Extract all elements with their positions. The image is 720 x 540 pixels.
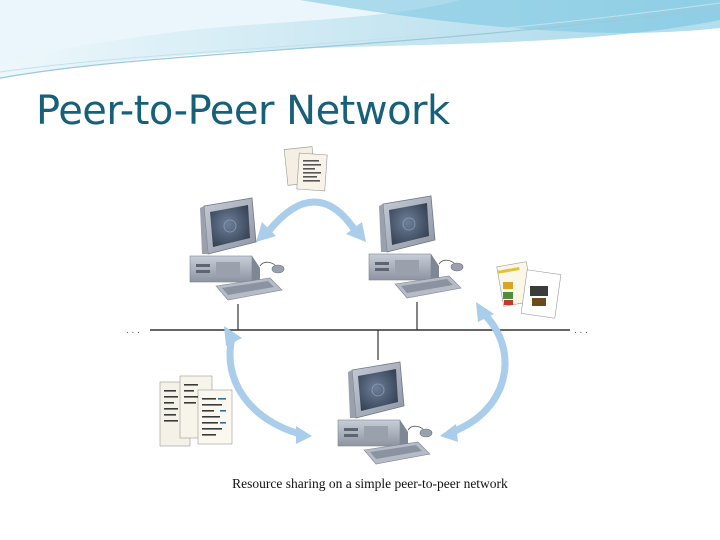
figure-caption: Resource sharing on a simple peer-to-pee…: [232, 476, 508, 491]
bus-ellipsis-left: . . .: [126, 325, 140, 336]
desktop-computer-icon: [337, 361, 433, 465]
arrow-left: [224, 326, 312, 444]
arrow-top: [256, 198, 366, 242]
arrow-right: [440, 302, 509, 442]
bus-ellipsis-right: . . .: [574, 325, 588, 336]
spreadsheet-documents-icon: [159, 375, 233, 447]
desktop-computer-icon: [368, 195, 464, 299]
header-banner: [0, 0, 720, 80]
documents-icon: [283, 146, 328, 192]
brochure-icon: [496, 261, 562, 319]
slide-title: Peer-to-Peer Network: [36, 88, 450, 134]
desktop-computer-icon: [189, 197, 285, 301]
